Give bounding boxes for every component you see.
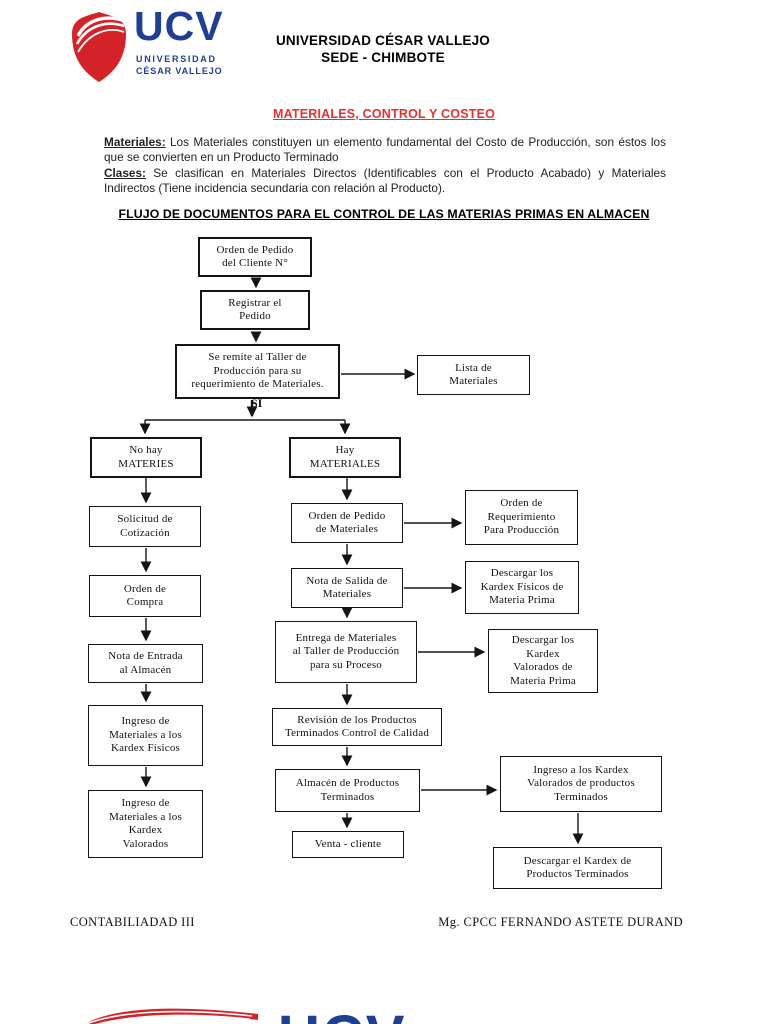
flow-node-revision-productos: Revisión de los Productos Terminados Con… <box>272 708 442 746</box>
flow-node-descargar-kardex-fisicos: Descargar los Kardex Físicos de Materia … <box>465 561 579 614</box>
flow-node-se-remite-taller: Se remite al Taller de Producción para s… <box>175 344 340 399</box>
materiales-paragraph: Materiales: Los Materiales constituyen u… <box>104 135 666 166</box>
flowchart-title: FLUJO DE DOCUMENTOS PARA EL CONTROL DE L… <box>118 207 650 221</box>
ucv-logo: UCV UNIVERSIDAD CÉSAR VALLEJO <box>70 6 245 90</box>
clases-text: Se clasifican en Materiales Directos (Id… <box>104 165 666 195</box>
flow-node-nota-entrada-almacen: Nota de Entrada al Almacén <box>88 644 203 683</box>
ucv-shield-top-icon <box>85 1008 258 1024</box>
materiales-text: Los Materiales constituyen un elemento f… <box>104 135 666 165</box>
flow-node-orden-pedido-materiales: Orden de Pedido de Materiales <box>291 503 403 543</box>
document-title: MATERIALES, CONTROL Y COSTEO <box>272 107 496 121</box>
flow-node-orden-pedido-cliente: Orden de Pedido del Cliente N° <box>198 237 312 277</box>
flow-node-ingreso-kardex-productos-terminados: Ingreso a los Kardex Valorados de produc… <box>500 756 662 812</box>
header-title-line1: UNIVERSIDAD CÉSAR VALLEJO <box>275 33 491 48</box>
flow-node-hay-materiales: Hay MATERIALES <box>289 437 401 478</box>
flow-node-orden-compra: Orden de Compra <box>89 575 201 617</box>
flow-node-lista-materiales: Lista de Materiales <box>417 355 530 395</box>
flow-node-ingreso-kardex-fisicos: Ingreso de Materiales a los Kardex Físic… <box>88 705 203 766</box>
flow-node-no-hay-materias: No hay MATERIES <box>90 437 202 478</box>
flow-node-ingreso-kardex-valorados: Ingreso de Materiales a los Kardex Valor… <box>88 790 203 858</box>
ucv-shield-icon <box>72 12 126 82</box>
materiales-label: Materiales: <box>104 135 166 149</box>
footer-author: Mg. CPCC FERNANDO ASTETE DURAND <box>438 915 683 929</box>
next-page-logo-acronym: UCV <box>278 1008 406 1024</box>
flow-node-descargar-kardex-productos-terminados: Descargar el Kardex de Productos Termina… <box>493 847 662 889</box>
flow-node-registrar-pedido: Registrar el Pedido <box>200 290 310 330</box>
si-branch-label: SI <box>251 396 263 410</box>
logo-cesar-vallejo-word: CÉSAR VALLEJO <box>136 66 223 76</box>
flow-node-entrega-materiales: Entrega de Materiales al Taller de Produ… <box>275 621 417 683</box>
next-page-logo-partial: UCV <box>80 1002 500 1024</box>
flow-node-orden-requerimiento: Orden de Requerimiento Para Producción <box>465 490 578 545</box>
flow-node-almacen-productos: Almacén de Productos Terminados <box>275 769 420 812</box>
header-title: UNIVERSIDAD CÉSAR VALLEJO SEDE - CHIMBOT… <box>248 32 518 66</box>
footer-course: CONTABILIADAD III <box>70 915 195 929</box>
flow-node-solicitud-cotizacion: Solicitud de Cotización <box>89 506 201 547</box>
flow-node-venta-cliente: Venta - cliente <box>292 831 404 858</box>
header-title-line2: SEDE - CHIMBOTE <box>321 50 445 65</box>
intro-paragraphs: Materiales: Los Materiales constituyen u… <box>104 135 666 196</box>
logo-acronym: UCV <box>134 3 224 49</box>
flow-node-descargar-kardex-valorados: Descargar los Kardex Valorados de Materi… <box>488 629 598 693</box>
logo-university-word: UNIVERSIDAD <box>136 54 217 64</box>
clases-paragraph: Clases: Se clasifican en Materiales Dire… <box>104 166 666 197</box>
flow-node-nota-salida: Nota de Salida de Materiales <box>291 568 403 608</box>
clases-label: Clases: <box>104 165 146 180</box>
